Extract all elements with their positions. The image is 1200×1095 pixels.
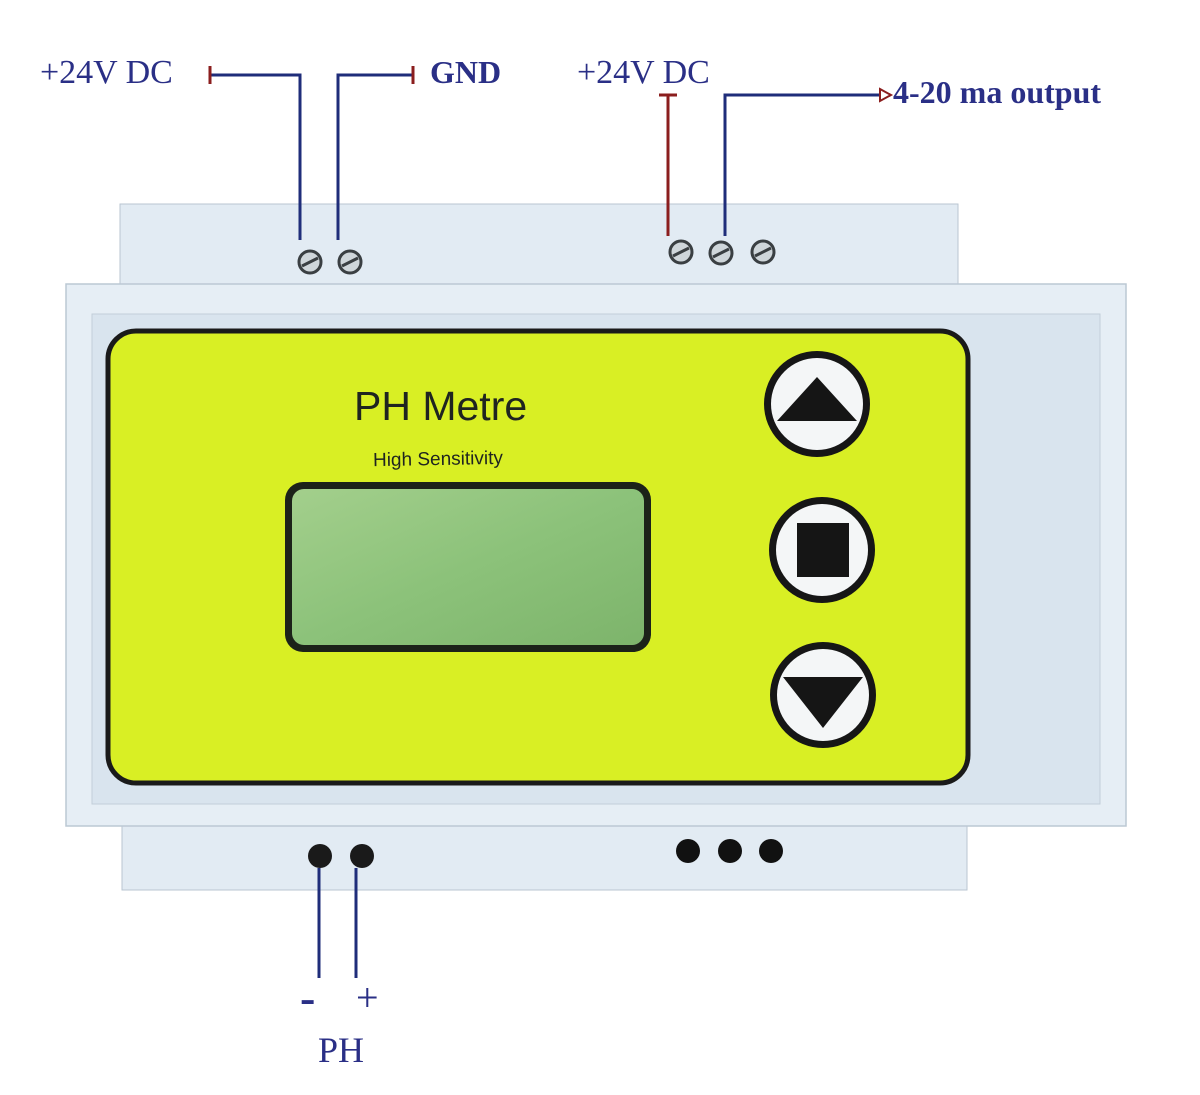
terminal-bottom-2 xyxy=(718,839,742,863)
terminal-power-left xyxy=(297,249,323,275)
up-button[interactable] xyxy=(764,351,870,457)
label-ph-plus: + xyxy=(356,975,379,1020)
label-ph: PH xyxy=(318,1030,365,1070)
label-power-right: +24V DC xyxy=(577,54,710,91)
label-ph-minus: - xyxy=(300,972,316,1023)
label-output: 4-20 ma output xyxy=(893,74,1102,110)
stop-square-icon xyxy=(797,523,849,577)
terminal-bottom-3 xyxy=(759,839,783,863)
device-subtitle: High Sensitivity xyxy=(372,447,504,472)
device-title: PH Metre xyxy=(354,383,528,429)
terminal-ph-minus xyxy=(308,844,332,868)
terminal-power-right xyxy=(668,239,694,265)
terminal-bottom-1 xyxy=(676,839,700,863)
label-power-left: +24V DC xyxy=(40,54,173,91)
terminal-output xyxy=(708,240,734,266)
output-arrow-icon xyxy=(879,87,894,103)
terminal-ph-plus xyxy=(350,844,374,868)
up-arrow-icon xyxy=(777,377,857,421)
wire-output xyxy=(723,93,880,236)
label-gnd: GND xyxy=(430,54,502,90)
wire-power-left xyxy=(210,73,302,240)
stop-button[interactable] xyxy=(769,497,875,603)
terminal-spare xyxy=(750,239,776,265)
wire-gnd xyxy=(336,73,413,240)
down-button[interactable] xyxy=(770,642,876,748)
lcd-screen xyxy=(292,489,644,645)
down-arrow-icon xyxy=(783,677,863,728)
terminal-gnd xyxy=(337,249,363,275)
